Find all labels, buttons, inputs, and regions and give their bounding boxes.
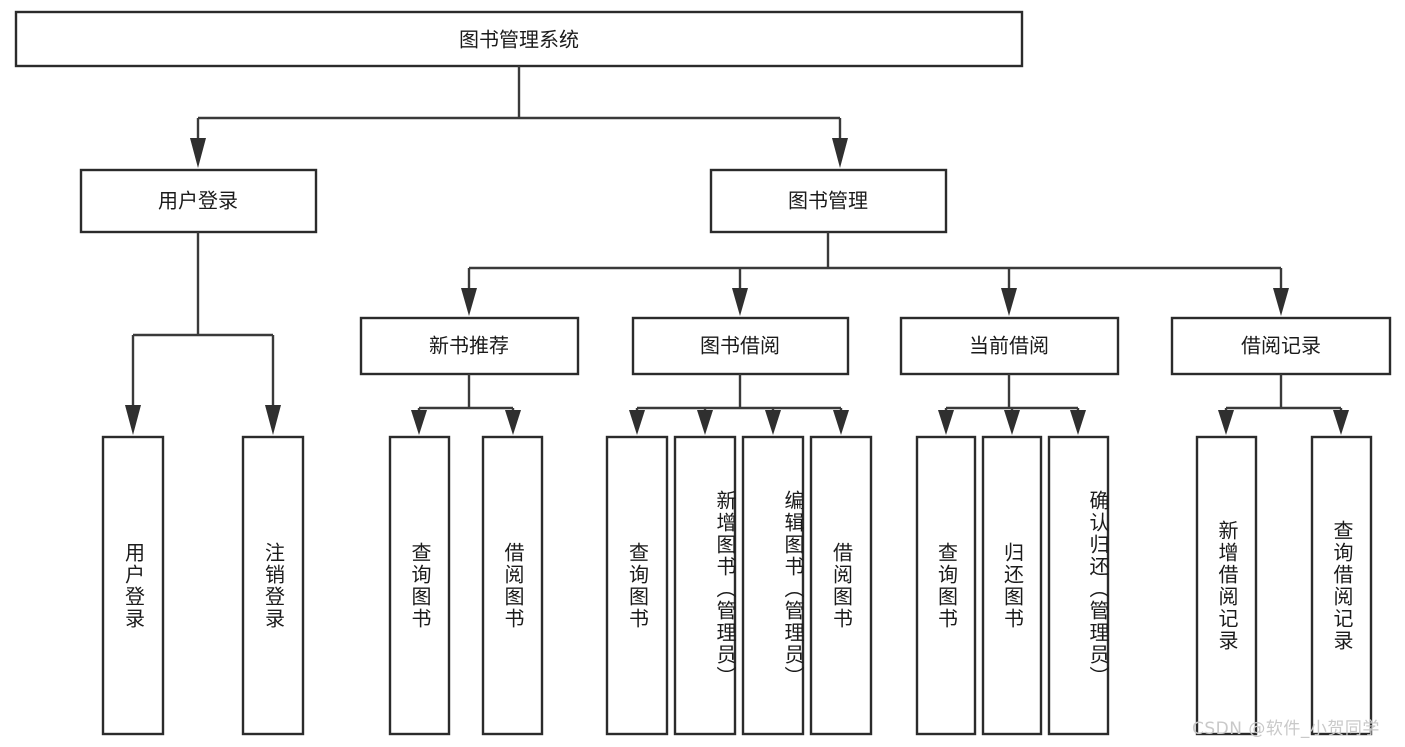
leaf-box[interactable] [1195, 435, 1258, 736]
arrow-head-icon [697, 410, 713, 435]
leaf-box[interactable] [809, 435, 873, 736]
node-root-label: 图书管理系统 [459, 28, 579, 52]
leaf-box[interactable] [388, 435, 451, 736]
arrow-head-icon [411, 410, 427, 435]
arrow-head-icon [1273, 288, 1289, 316]
arrow-head-icon [1070, 410, 1086, 435]
arrow-head-icon [938, 410, 954, 435]
node-current-borrow[interactable]: 当前借阅 [899, 316, 1120, 376]
arrow-head-icon [832, 138, 848, 168]
node-new-book-recommend-label: 新书推荐 [429, 334, 509, 358]
connector-user-login-to-leaves [125, 232, 281, 435]
leaf-box[interactable] [741, 435, 805, 736]
leaf-box[interactable] [241, 435, 305, 736]
node-root-box [14, 10, 1024, 68]
arrow-head-icon [1001, 288, 1017, 316]
leaf-box[interactable] [1047, 435, 1110, 736]
arrow-head-icon [125, 405, 141, 435]
node-current-borrow-box [899, 316, 1120, 376]
node-user-login[interactable]: 用户登录 [79, 168, 318, 234]
arrow-head-icon [190, 138, 206, 168]
leaf-box[interactable] [673, 435, 737, 736]
node-borrow-record-label: 借阅记录 [1241, 334, 1321, 358]
node-user-login-label: 用户登录 [158, 189, 238, 213]
leaf-box[interactable] [981, 435, 1043, 736]
node-root[interactable]: 图书管理系统 [14, 10, 1024, 68]
leaf-box[interactable] [1310, 435, 1373, 736]
arrow-head-icon [629, 410, 645, 435]
connector-book-management-to-level3 [461, 232, 1289, 316]
node-user-login-box [79, 168, 318, 234]
arrow-head-icon [505, 410, 521, 435]
node-book-borrow[interactable]: 图书借阅 [631, 316, 850, 376]
watermark: CSDN @软件_小贺同学 [1192, 719, 1380, 739]
arrow-head-icon [765, 410, 781, 435]
arrow-head-icon [265, 405, 281, 435]
arrow-head-icon [833, 410, 849, 435]
node-current-borrow-label: 当前借阅 [969, 334, 1049, 358]
arrow-head-icon [1333, 410, 1349, 435]
node-book-borrow-label: 图书借阅 [700, 334, 780, 358]
leaf-boxes [101, 435, 1373, 736]
connector-current-borrow-to-leaves [938, 374, 1086, 435]
node-new-book-recommend-box [359, 316, 580, 376]
leaf-box[interactable] [915, 435, 977, 736]
arrow-head-icon [1218, 410, 1234, 435]
connector-root-to-level2 [190, 66, 848, 168]
node-book-management-label: 图书管理 [788, 189, 868, 213]
leaf-box[interactable] [605, 435, 669, 736]
node-borrow-record[interactable]: 借阅记录 [1170, 316, 1392, 376]
connector-book-borrow-to-leaves [629, 374, 849, 435]
connector-new-book-recommend-to-leaves [411, 374, 521, 435]
arrow-head-icon [1004, 410, 1020, 435]
leaf-box[interactable] [481, 435, 544, 736]
connector-borrow-record-to-leaves [1218, 374, 1349, 435]
arrow-head-icon [461, 288, 477, 316]
node-book-management[interactable]: 图书管理 [709, 168, 948, 234]
arrow-head-icon [732, 288, 748, 316]
leaf-box[interactable] [101, 435, 165, 736]
node-new-book-recommend[interactable]: 新书推荐 [359, 316, 580, 376]
